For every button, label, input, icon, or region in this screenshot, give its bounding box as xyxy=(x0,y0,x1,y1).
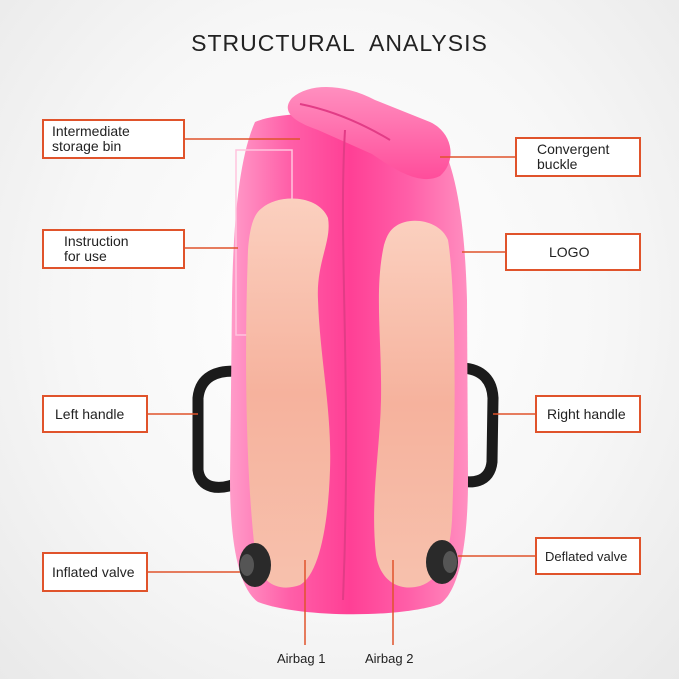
leader-lines xyxy=(148,138,535,645)
left-handle-shape xyxy=(192,365,251,493)
label-intermediate-storage-bin: Intermediate storage bin xyxy=(42,119,185,159)
label-right-handle: Right handle xyxy=(535,395,641,433)
deflated-valve-shape xyxy=(426,540,458,584)
label-convergent-buckle: Convergent buckle xyxy=(515,137,641,177)
inflated-valve-shape xyxy=(239,543,271,587)
airbag-2-shape xyxy=(374,220,455,588)
right-handle-shape xyxy=(446,362,499,488)
roll-top-shape xyxy=(287,86,451,180)
label-left-handle: Left handle xyxy=(42,395,148,433)
caption-airbag-1: Airbag 1 xyxy=(277,651,326,666)
label-inflated-valve: Inflated valve xyxy=(42,552,148,592)
label-deflated-valve: Deflated valve xyxy=(535,537,641,575)
caption-airbag-2: Airbag 2 xyxy=(365,651,414,666)
diagram-title: STRUCTURAL ANALYSIS xyxy=(191,30,488,56)
airbag-1-shape xyxy=(246,198,331,588)
label-instruction-for-use: Instruction for use xyxy=(42,229,185,269)
label-logo: LOGO xyxy=(505,233,641,271)
